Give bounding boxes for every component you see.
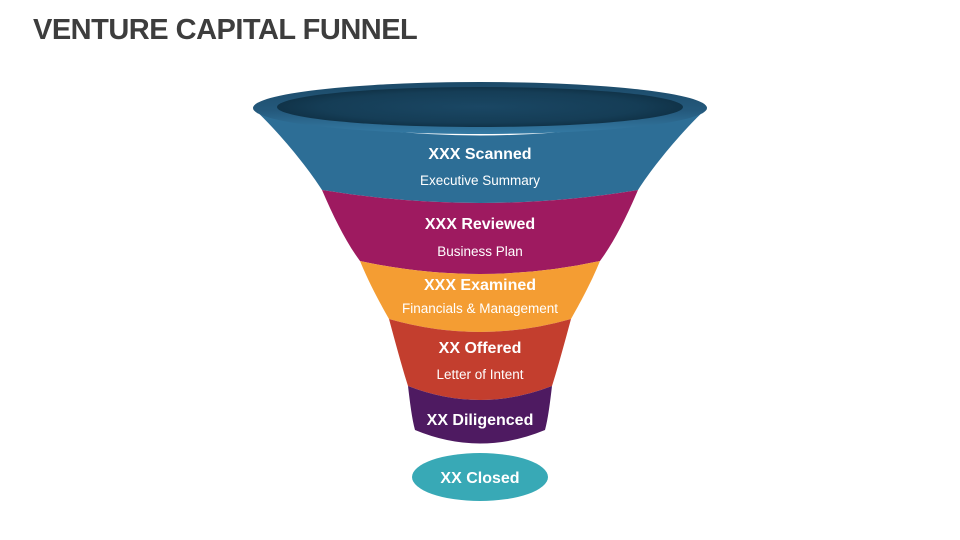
stage-label-offered: XX Offered [439, 340, 522, 357]
funnel-stage-shape-offered [389, 319, 571, 400]
stage-label-examined: XXX Examined [424, 277, 536, 294]
funnel-stage-shape-diligenced [408, 386, 552, 444]
stage-sublabel-examined: Financials & Management [402, 301, 558, 316]
slide-title: VENTURE CAPITAL FUNNEL [33, 14, 418, 46]
stage-sublabel-reviewed: Business Plan [437, 244, 523, 259]
stage-sublabel-offered: Letter of Intent [436, 367, 523, 382]
funnel-bowl-interior [277, 87, 683, 127]
funnel-stage-shape-reviewed [322, 190, 638, 274]
stage-label-scanned: XXX Scanned [428, 146, 531, 163]
stage-sublabel-scanned: Executive Summary [420, 173, 540, 188]
stage-label-diligenced: XX Diligenced [427, 412, 534, 429]
funnel-stage-shape-closed [412, 453, 548, 501]
funnel-stage-shape-scanned [253, 108, 707, 203]
stage-label-reviewed: XXX Reviewed [425, 216, 535, 233]
stage-label-closed: XX Closed [440, 470, 519, 487]
funnel-stage-shape-examined [360, 261, 600, 332]
